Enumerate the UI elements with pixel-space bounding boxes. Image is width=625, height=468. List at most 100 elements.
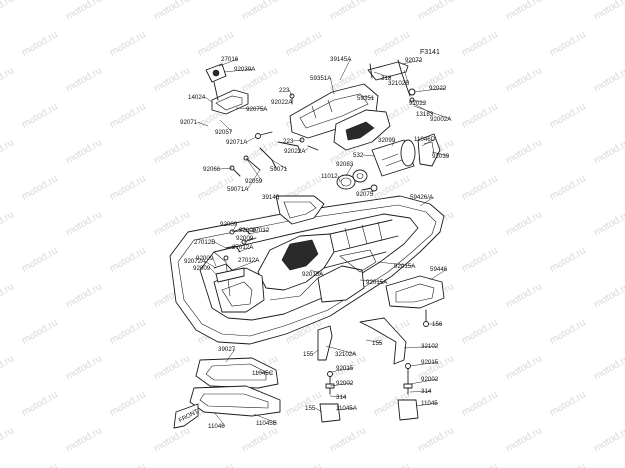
part-label: 11046D (414, 136, 436, 143)
leader-line (329, 382, 354, 387)
leader-line (329, 395, 347, 398)
leader-line (277, 196, 280, 201)
part-label: 59351 (357, 95, 375, 102)
leader-line (363, 154, 375, 157)
part-label: 92071A (226, 139, 248, 146)
leader-line (413, 105, 451, 120)
leader-line (335, 407, 357, 411)
watermark-text: motod.ru (328, 0, 368, 23)
leader-line (209, 267, 217, 275)
part-label: 92015A (302, 271, 324, 278)
part-label: 59351A (310, 75, 332, 82)
leader-line (413, 87, 447, 93)
part-label: 92009 (196, 255, 214, 262)
part-label: 27012A (232, 244, 254, 251)
leader-line (421, 138, 435, 147)
leader-line (218, 58, 239, 67)
part-label: 92002 (421, 376, 439, 383)
part-label: 11012 (321, 173, 338, 180)
leader-line (401, 59, 423, 65)
watermark-text: motod.ru (592, 281, 625, 310)
part-label: 11045C (252, 370, 274, 377)
part-callouts: 2701692039A1402492075A920719205792071A92… (180, 56, 452, 430)
watermark-text: motod.ru (20, 245, 60, 274)
watermark-text: motod.ru (20, 317, 60, 346)
leader-line (212, 257, 217, 267)
part-label: 318 (381, 75, 392, 82)
part-label: 92059 (245, 178, 263, 185)
part-label: 92057 (215, 129, 233, 136)
cover-59446 (385, 275, 445, 327)
leader-line (415, 402, 439, 407)
watermark-text: motod.ru (548, 317, 588, 346)
leader-line (219, 167, 233, 170)
part-label: 92015 (421, 359, 439, 366)
front-arrow: FRONT (173, 403, 200, 429)
watermark-text: motod.ru (504, 425, 544, 454)
watermark-text: motod.ru (372, 29, 412, 58)
watermark-text: motod.ru (240, 0, 280, 23)
cylinder-32099 (371, 139, 416, 177)
part-label: 59426/A (410, 194, 434, 201)
watermark-text: motod.ru (592, 65, 625, 94)
cover-59351 (289, 83, 391, 151)
leader-line (204, 260, 217, 269)
leader-line (339, 58, 351, 81)
watermark-text: motod.ru (152, 0, 192, 23)
watermark-text: motod.ru (372, 461, 412, 468)
leader-line (391, 139, 396, 147)
watermark-text: motod.ru (196, 461, 236, 468)
watermark-text: motod.ru (152, 137, 192, 166)
watermark-text: motod.ru (20, 461, 60, 468)
watermark-text: motod.ru (20, 29, 60, 58)
watermark-text: motod.ru (592, 137, 625, 166)
watermark-text: motod.ru (64, 0, 104, 23)
leader-line (271, 159, 288, 170)
leader-line (330, 77, 335, 95)
part-label: 32102A (335, 351, 357, 358)
part-label: 223 (283, 138, 294, 145)
watermark-text: motod.ru (20, 389, 60, 418)
leader-line (231, 259, 259, 271)
watermark-text: motod.ru (0, 0, 16, 23)
watermark-text: motod.ru (152, 425, 192, 454)
watermark-text: motod.ru (0, 353, 16, 382)
watermark-text: motod.ru (64, 353, 104, 382)
leader-line (361, 95, 375, 99)
watermark-text: motod.ru (548, 245, 588, 274)
leader-line (253, 413, 277, 424)
watermark-text: motod.ru (0, 209, 16, 238)
watermark-text: motod.ru (152, 65, 192, 94)
watermark-text: motod.ru (548, 101, 588, 130)
part-label: 39027 (218, 346, 236, 353)
watermark-text: motod.ru (328, 425, 368, 454)
watermark-text: motod.ru (0, 65, 16, 94)
part-label: 59446 (430, 266, 448, 273)
leader-line (429, 268, 448, 281)
watermark-text: motod.ru (64, 281, 104, 310)
watermark-text: motod.ru (592, 425, 625, 454)
watermark-text: motod.ru (64, 65, 104, 94)
watermark-text: motod.ru (108, 245, 148, 274)
part-label: 11045B (256, 420, 277, 427)
watermark-text: motod.ru (460, 29, 500, 58)
watermark-text: motod.ru (0, 425, 16, 454)
part-label: 59071 (270, 166, 288, 173)
part-label: 27012 (252, 227, 270, 234)
leader-line (225, 348, 236, 363)
part-label: 92015A (394, 263, 416, 270)
leader-line (237, 246, 253, 253)
leader-line (377, 261, 415, 267)
leader-line (419, 196, 434, 207)
part-label: 27012A (238, 257, 260, 264)
part-label: 92002 (336, 380, 354, 387)
leader-line (329, 367, 354, 373)
part-label: 92015 (336, 365, 354, 372)
part-label: 27016 (221, 56, 239, 63)
leader-line (409, 378, 439, 385)
watermark-text: motod.ru (152, 353, 192, 382)
leader-line (371, 189, 374, 195)
leader-line (293, 139, 303, 142)
watermark-text: motod.ru (240, 425, 280, 454)
part-label: 92009 (220, 221, 238, 228)
